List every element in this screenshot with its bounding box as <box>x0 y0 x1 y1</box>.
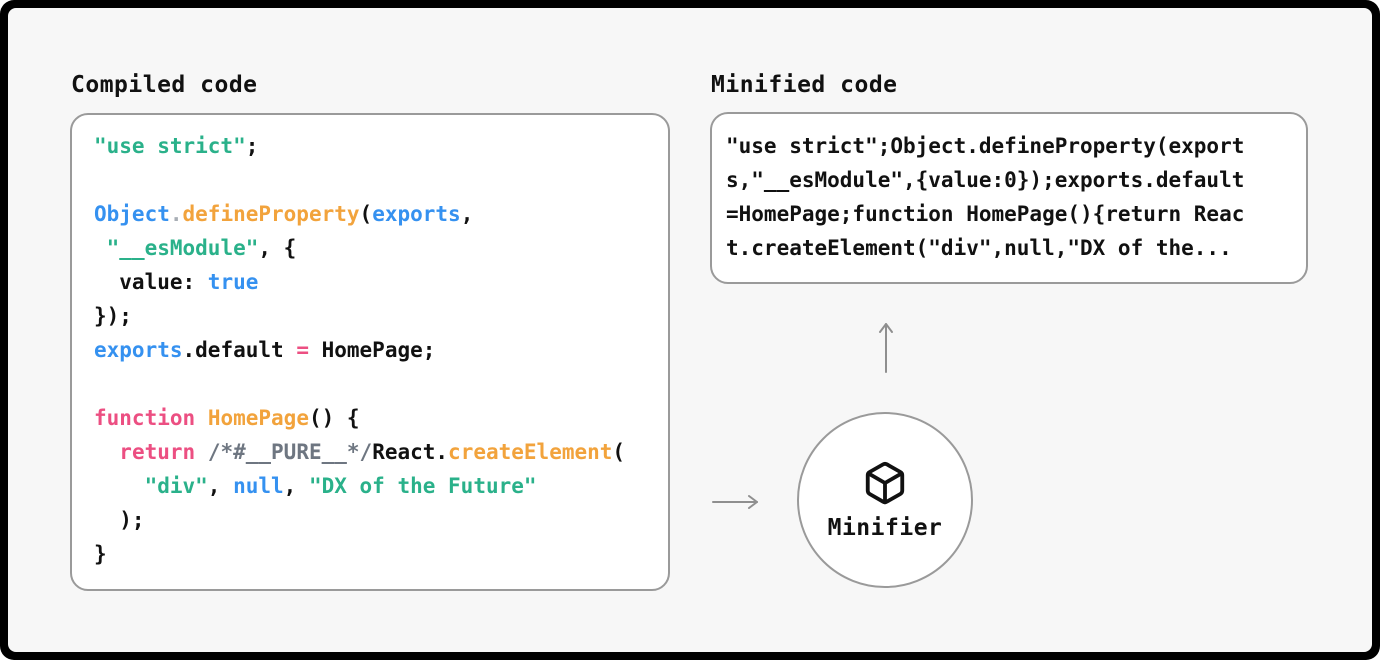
minifier-node: Minifier <box>797 412 973 588</box>
code-line <box>94 163 646 197</box>
code-line: =HomePage;function HomePage(){return Rea… <box>726 202 1245 226</box>
code-line: "use strict";Object.defineProperty(expor… <box>726 134 1245 158</box>
code-line: exports.default = HomePage; <box>94 338 436 362</box>
code-line: }); <box>94 304 132 328</box>
code-line: value: true <box>94 270 259 294</box>
code-line <box>94 367 646 401</box>
box-cube-icon <box>865 461 905 504</box>
code-line: "use strict"; <box>94 134 259 158</box>
code-line: } <box>94 542 107 566</box>
diagram-canvas: Compiled code Minified code "use strict"… <box>8 8 1372 652</box>
code-line: "div", null, "DX of the Future" <box>144 474 537 498</box>
code-line: function HomePage() { <box>94 406 360 430</box>
code-line: return /*#__PURE__*/React.createElement( <box>119 440 626 464</box>
minified-code-box: "use strict";Object.defineProperty(expor… <box>710 112 1308 284</box>
arrow-right-icon <box>712 495 758 509</box>
code-line: "__esModule", { <box>106 236 297 260</box>
code-line: t.createElement("div",null,"DX of the... <box>726 236 1232 260</box>
code-line: s,"__esModule",{value:0});exports.defaul… <box>726 168 1245 192</box>
code-line: ); <box>94 508 145 532</box>
code-line: Object.defineProperty(exports, <box>94 202 474 226</box>
compiled-code-box: "use strict"; Object.defineProperty(expo… <box>70 113 670 591</box>
minified-code-heading: Minified code <box>711 72 898 98</box>
compiled-code-heading: Compiled code <box>71 72 258 98</box>
arrow-up-icon <box>879 323 893 373</box>
minifier-label: Minifier <box>827 514 943 541</box>
